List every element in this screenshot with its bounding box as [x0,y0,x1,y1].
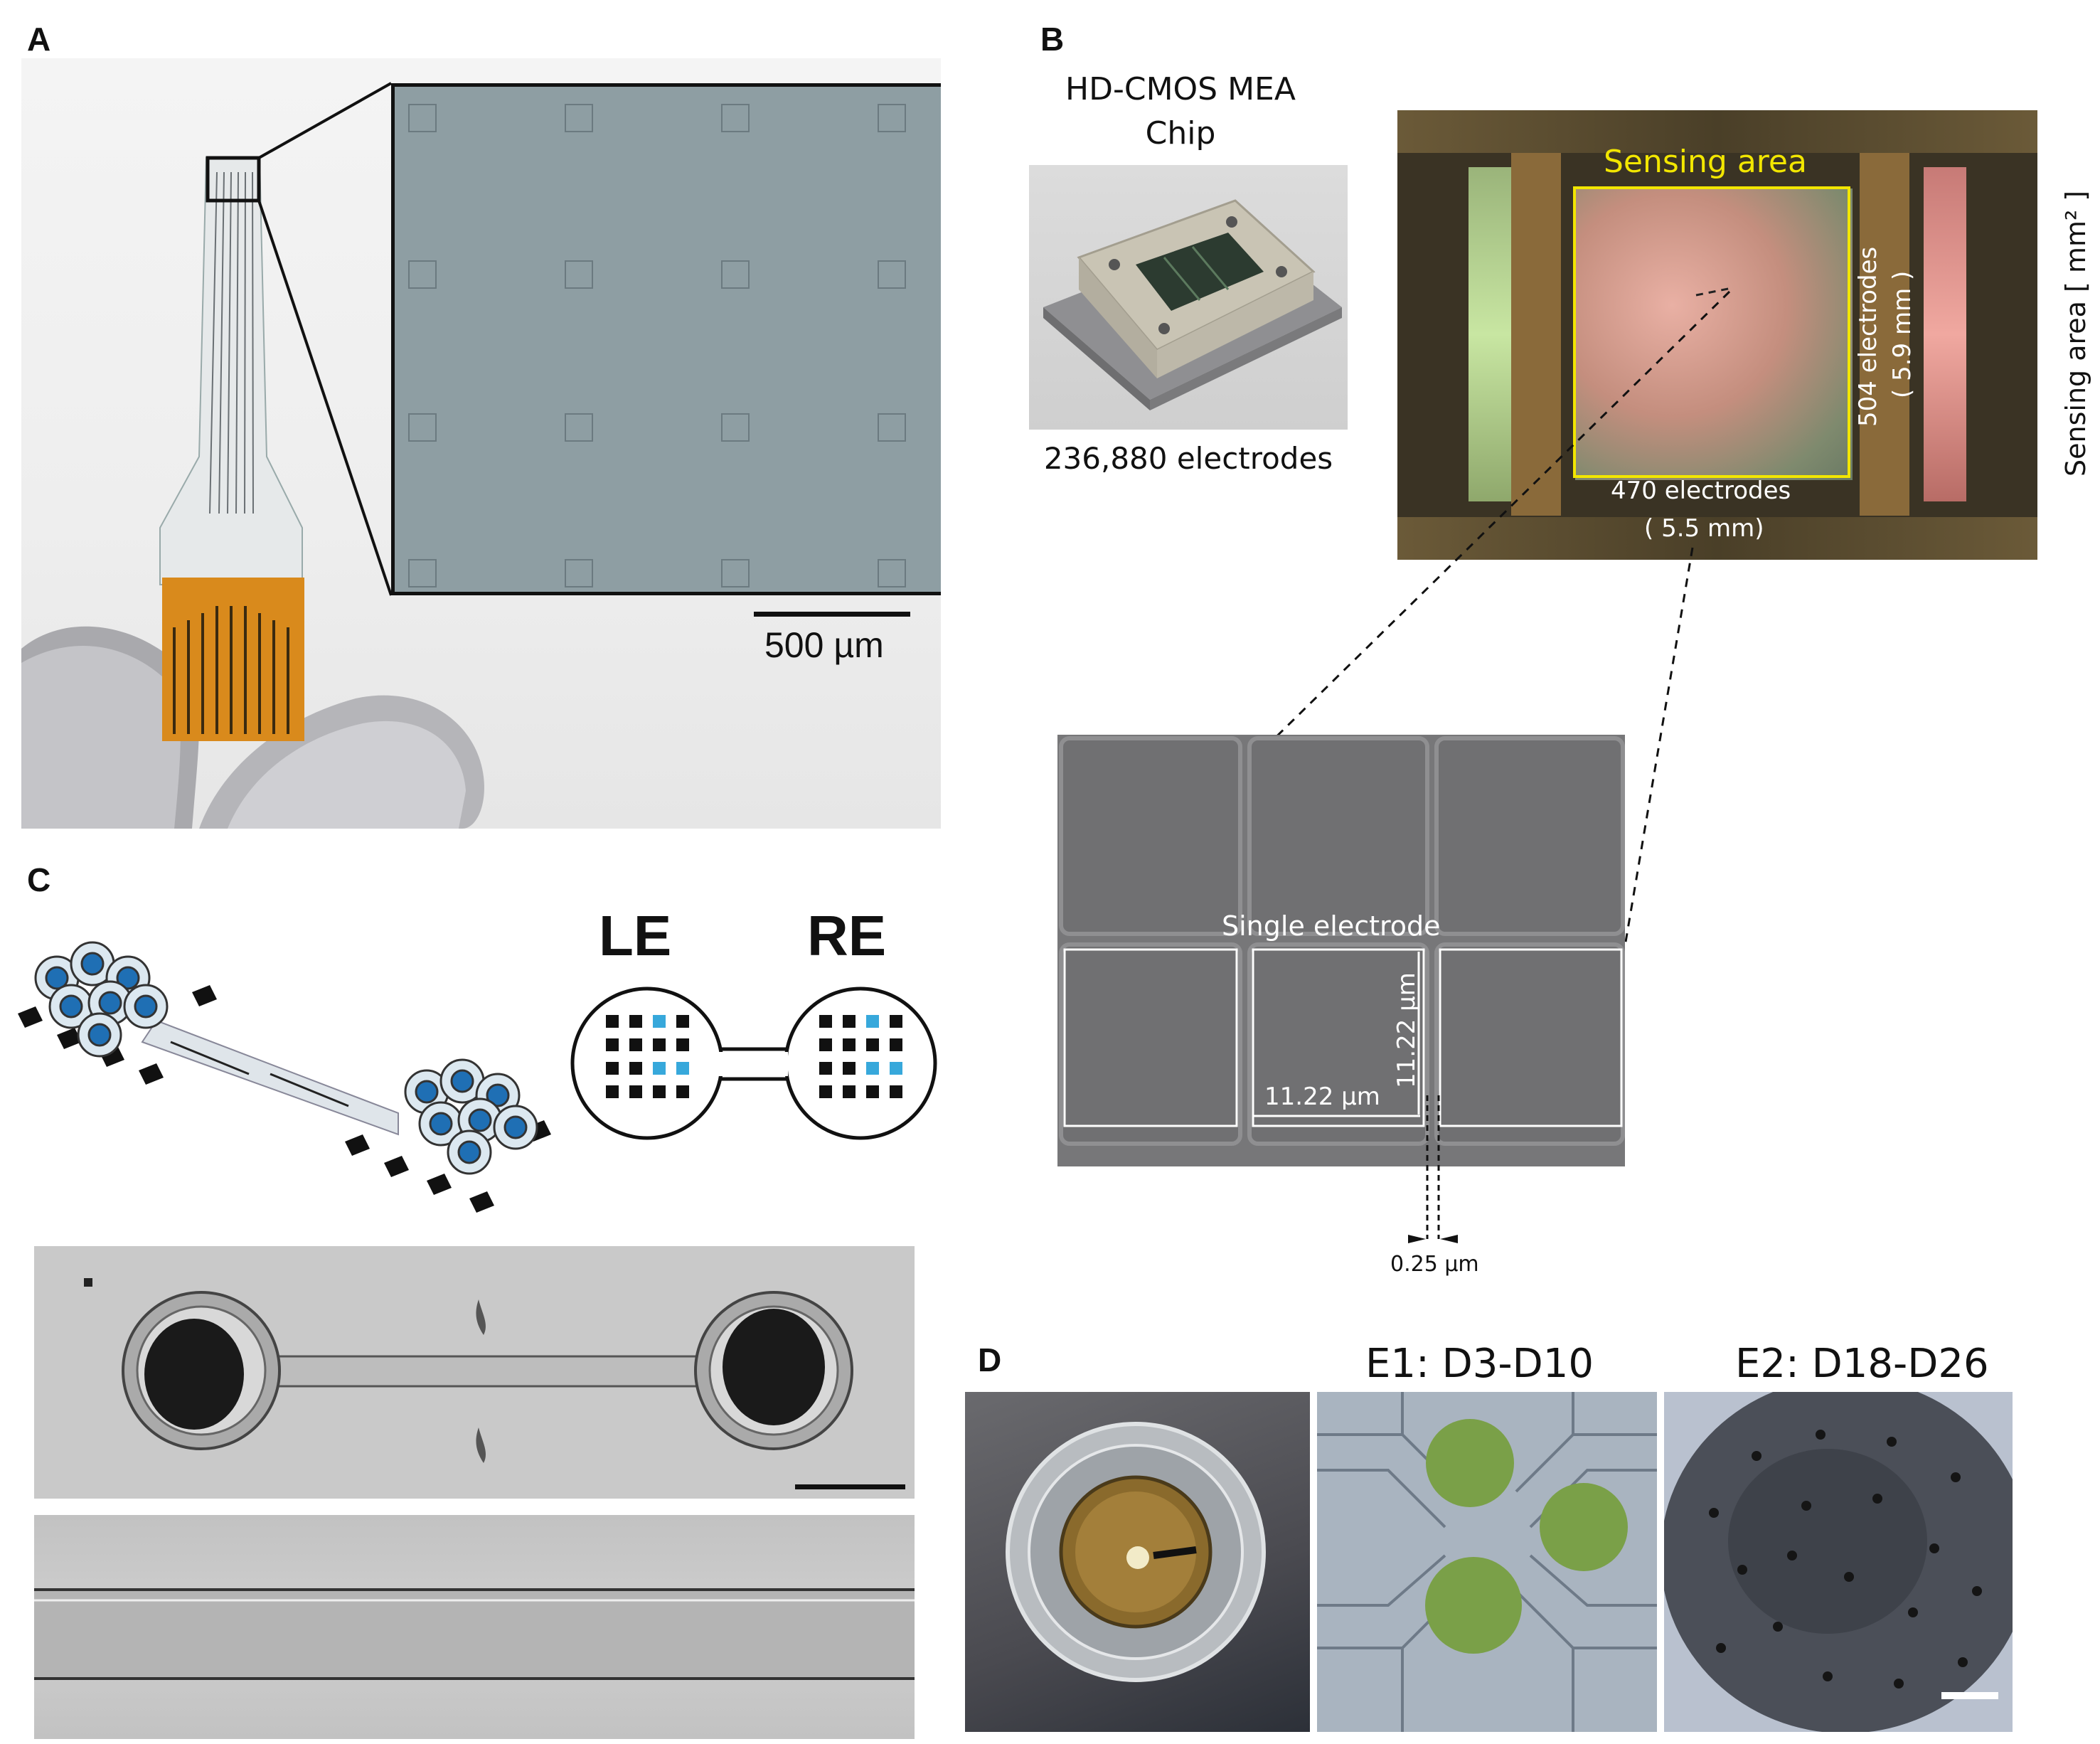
channel-drawing [34,1588,915,1680]
re-label: RE [807,904,887,967]
panel-a-photo [21,58,941,829]
chip-illustration [1043,199,1342,410]
organoid-schematic [18,941,551,1213]
e2-drawing [1664,1392,2013,1732]
electrode-array-zoom [391,83,941,595]
panel-letter-c: C [27,861,51,898]
two-well-schematic [570,987,937,1140]
glove-illustration [21,626,484,829]
scalebar-a-label: 500 µm [764,625,884,665]
flexible-probe [159,82,393,741]
panel-letter-d: D [978,1341,1002,1378]
two-well-micrograph [34,1246,915,1499]
electrode-width-label: 11.22 µm [1264,1083,1380,1111]
height-electrodes-label: 504 electrodes [1854,246,1882,427]
re-electrode-grid [819,1015,902,1098]
gap-label: 0.25 µm [1390,1252,1479,1277]
width-mm-label: ( 5.5 mm) [1644,514,1764,543]
e2-micrograph [1664,1392,2013,1732]
channel-micrograph [34,1515,915,1739]
petri-dish-drawing [1006,1422,1266,1682]
electrode-height-label: 11.22 µm [1392,972,1421,1088]
well-micrograph-drawing [84,1278,905,1489]
height-mm-label: ( 5.9 mm ) [1888,270,1917,398]
width-electrodes-label: 470 electrodes [1611,477,1791,505]
sensing-area-label: Sensing area [1604,144,1807,180]
chip-caption: 236,880 electrodes [1043,441,1333,476]
sensing-area-axis-label: Sensing area [ mm² ] [2060,190,2091,477]
single-electrode-sem [1057,735,1625,1166]
le-electrode-grid [606,1015,689,1098]
scalebar-a [754,612,910,617]
electrode-grid [408,104,906,587]
le-label: LE [599,904,672,967]
e1-title: E1: D3-D10 [1365,1341,1594,1387]
e2-title: E2: D18-D26 [1735,1341,1989,1387]
e1-drawing [1317,1392,1657,1732]
panel-letter-b: B [1040,21,1065,58]
chip-title-line1: HD-CMOS MEA [1065,71,1296,107]
chip-title-line2: Chip [1145,115,1216,151]
petri-dish-photo [965,1392,1310,1732]
e1-micrograph [1317,1392,1657,1732]
chip-photo [1029,165,1348,430]
electrode-tiles [1059,736,1625,1146]
single-electrode-label: Single electrode [1222,910,1441,942]
panel-letter-a: A [27,21,51,58]
